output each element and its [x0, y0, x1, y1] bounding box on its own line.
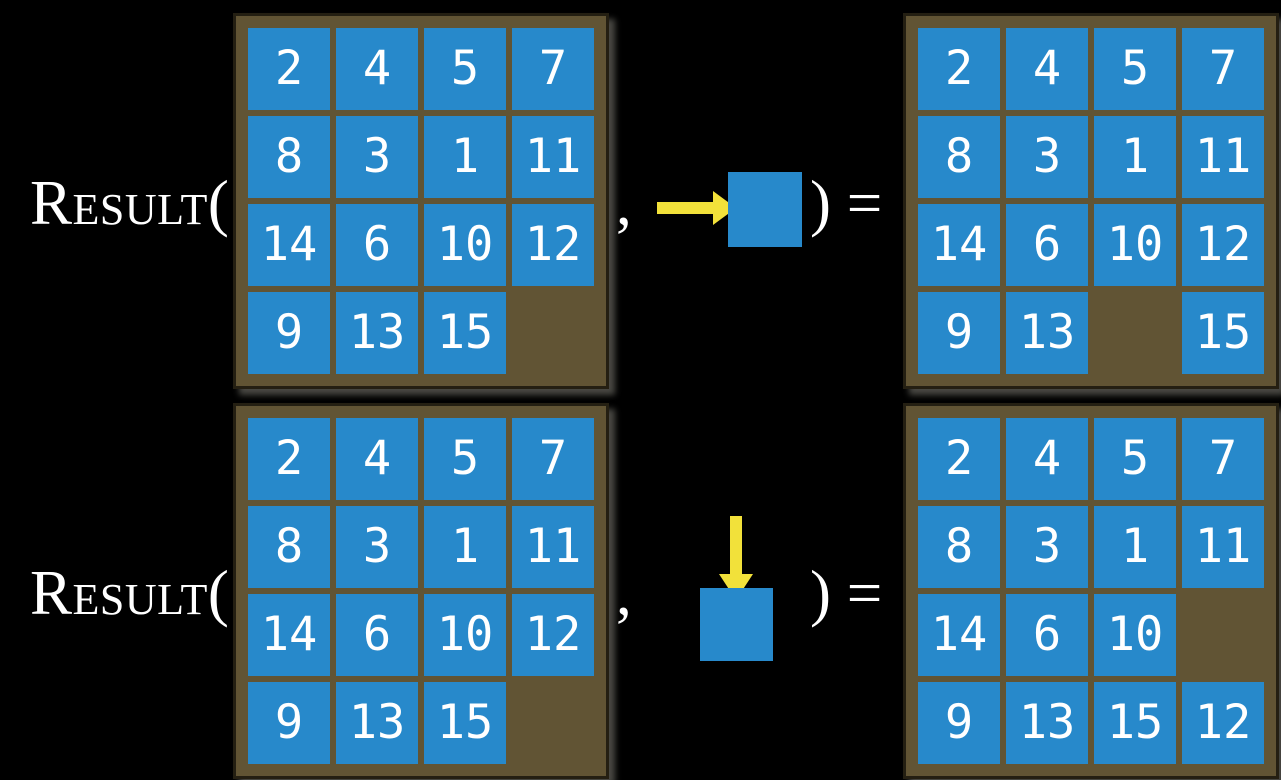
result-puzzle-grid: 2 4 5 7 8 3 1 11 14 6 10 9 13 15 12	[903, 403, 1279, 779]
equation-row-down-move: Result( 2 4 5 7 8 3 1 11 14 6 10 12 9 13…	[0, 390, 1281, 780]
puzzle-tile	[1182, 594, 1264, 676]
down-arrow-icon	[719, 516, 753, 600]
puzzle-tile: 7	[512, 28, 594, 110]
puzzle-tile: 2	[248, 28, 330, 110]
puzzle-tile: 6	[1006, 594, 1088, 676]
puzzle-tile: 10	[1094, 204, 1176, 286]
puzzle-tile: 5	[1094, 28, 1176, 110]
result-function-label: Result(	[30, 168, 230, 238]
puzzle-tile: 1	[1094, 506, 1176, 588]
puzzle-tile: 9	[248, 682, 330, 764]
puzzle-tile: 4	[1006, 28, 1088, 110]
puzzle-tile: 8	[248, 116, 330, 198]
puzzle-tile: 1	[424, 506, 506, 588]
puzzle-tile	[1094, 292, 1176, 374]
puzzle-tile: 12	[1182, 682, 1264, 764]
puzzle-tile: 5	[424, 418, 506, 500]
moved-tile-square	[700, 588, 773, 661]
puzzle-tile: 9	[918, 682, 1000, 764]
puzzle-tile: 4	[1006, 418, 1088, 500]
puzzle-tile: 1	[424, 116, 506, 198]
puzzle-tile: 15	[1094, 682, 1176, 764]
puzzle-tile: 1	[1094, 116, 1176, 198]
puzzle-tile: 13	[336, 292, 418, 374]
puzzle-tile: 3	[1006, 116, 1088, 198]
puzzle-tile: 4	[336, 28, 418, 110]
puzzle-tile: 3	[1006, 506, 1088, 588]
puzzle-tile: 13	[1006, 292, 1088, 374]
puzzle-tile: 14	[918, 204, 1000, 286]
puzzle-tile: 11	[1182, 506, 1264, 588]
right-arrow-icon	[657, 191, 736, 225]
equation-row-right-move: Result( 2 4 5 7 8 3 1 11 14 6 10 12 9 13…	[30, 13, 1279, 389]
moved-tile-square	[728, 172, 802, 247]
puzzle-tile: 10	[1094, 594, 1176, 676]
puzzle-tile: 6	[1006, 204, 1088, 286]
puzzle-tile: 15	[424, 292, 506, 374]
puzzle-tile: 4	[336, 418, 418, 500]
puzzle-tile: 8	[918, 506, 1000, 588]
puzzle-tile: 2	[918, 28, 1000, 110]
puzzle-tile: 14	[248, 594, 330, 676]
puzzle-tile: 12	[512, 594, 594, 676]
puzzle-tile: 7	[512, 418, 594, 500]
puzzle-tile: 10	[424, 594, 506, 676]
puzzle-tile: 12	[512, 204, 594, 286]
puzzle-tile: 2	[248, 418, 330, 500]
puzzle-tile: 5	[424, 28, 506, 110]
puzzle-tile: 14	[248, 204, 330, 286]
puzzle-tile	[512, 292, 594, 374]
puzzle-tile	[512, 682, 594, 764]
puzzle-tile: 8	[248, 506, 330, 588]
close-paren-equals: ) =	[810, 168, 883, 238]
puzzle-tile: 15	[1182, 292, 1264, 374]
puzzle-tile: 13	[1006, 682, 1088, 764]
puzzle-tile: 3	[336, 506, 418, 588]
puzzle-tile: 13	[336, 682, 418, 764]
input-puzzle-grid: 2 4 5 7 8 3 1 11 14 6 10 12 9 13 15	[233, 403, 609, 779]
puzzle-tile: 11	[512, 116, 594, 198]
result-puzzle-grid: 2 4 5 7 8 3 1 11 14 6 10 12 9 13 15	[903, 13, 1279, 389]
puzzle-tile: 2	[918, 418, 1000, 500]
puzzle-tile: 5	[1094, 418, 1176, 500]
puzzle-tile: 11	[512, 506, 594, 588]
puzzle-tile: 7	[1182, 28, 1264, 110]
comma-separator: ,	[616, 168, 632, 238]
close-paren-equals: ) =	[810, 558, 883, 628]
puzzle-tile: 8	[918, 116, 1000, 198]
comma-separator: ,	[616, 558, 632, 628]
puzzle-tile: 9	[248, 292, 330, 374]
puzzle-tile: 6	[336, 204, 418, 286]
puzzle-tile: 15	[424, 682, 506, 764]
puzzle-tile: 12	[1182, 204, 1264, 286]
input-puzzle-grid: 2 4 5 7 8 3 1 11 14 6 10 12 9 13 15	[233, 13, 609, 389]
puzzle-tile: 7	[1182, 418, 1264, 500]
puzzle-tile: 3	[336, 116, 418, 198]
puzzle-tile: 9	[918, 292, 1000, 374]
puzzle-tile: 11	[1182, 116, 1264, 198]
puzzle-tile: 10	[424, 204, 506, 286]
puzzle-tile: 14	[918, 594, 1000, 676]
result-function-label: Result(	[30, 558, 230, 628]
puzzle-tile: 6	[336, 594, 418, 676]
